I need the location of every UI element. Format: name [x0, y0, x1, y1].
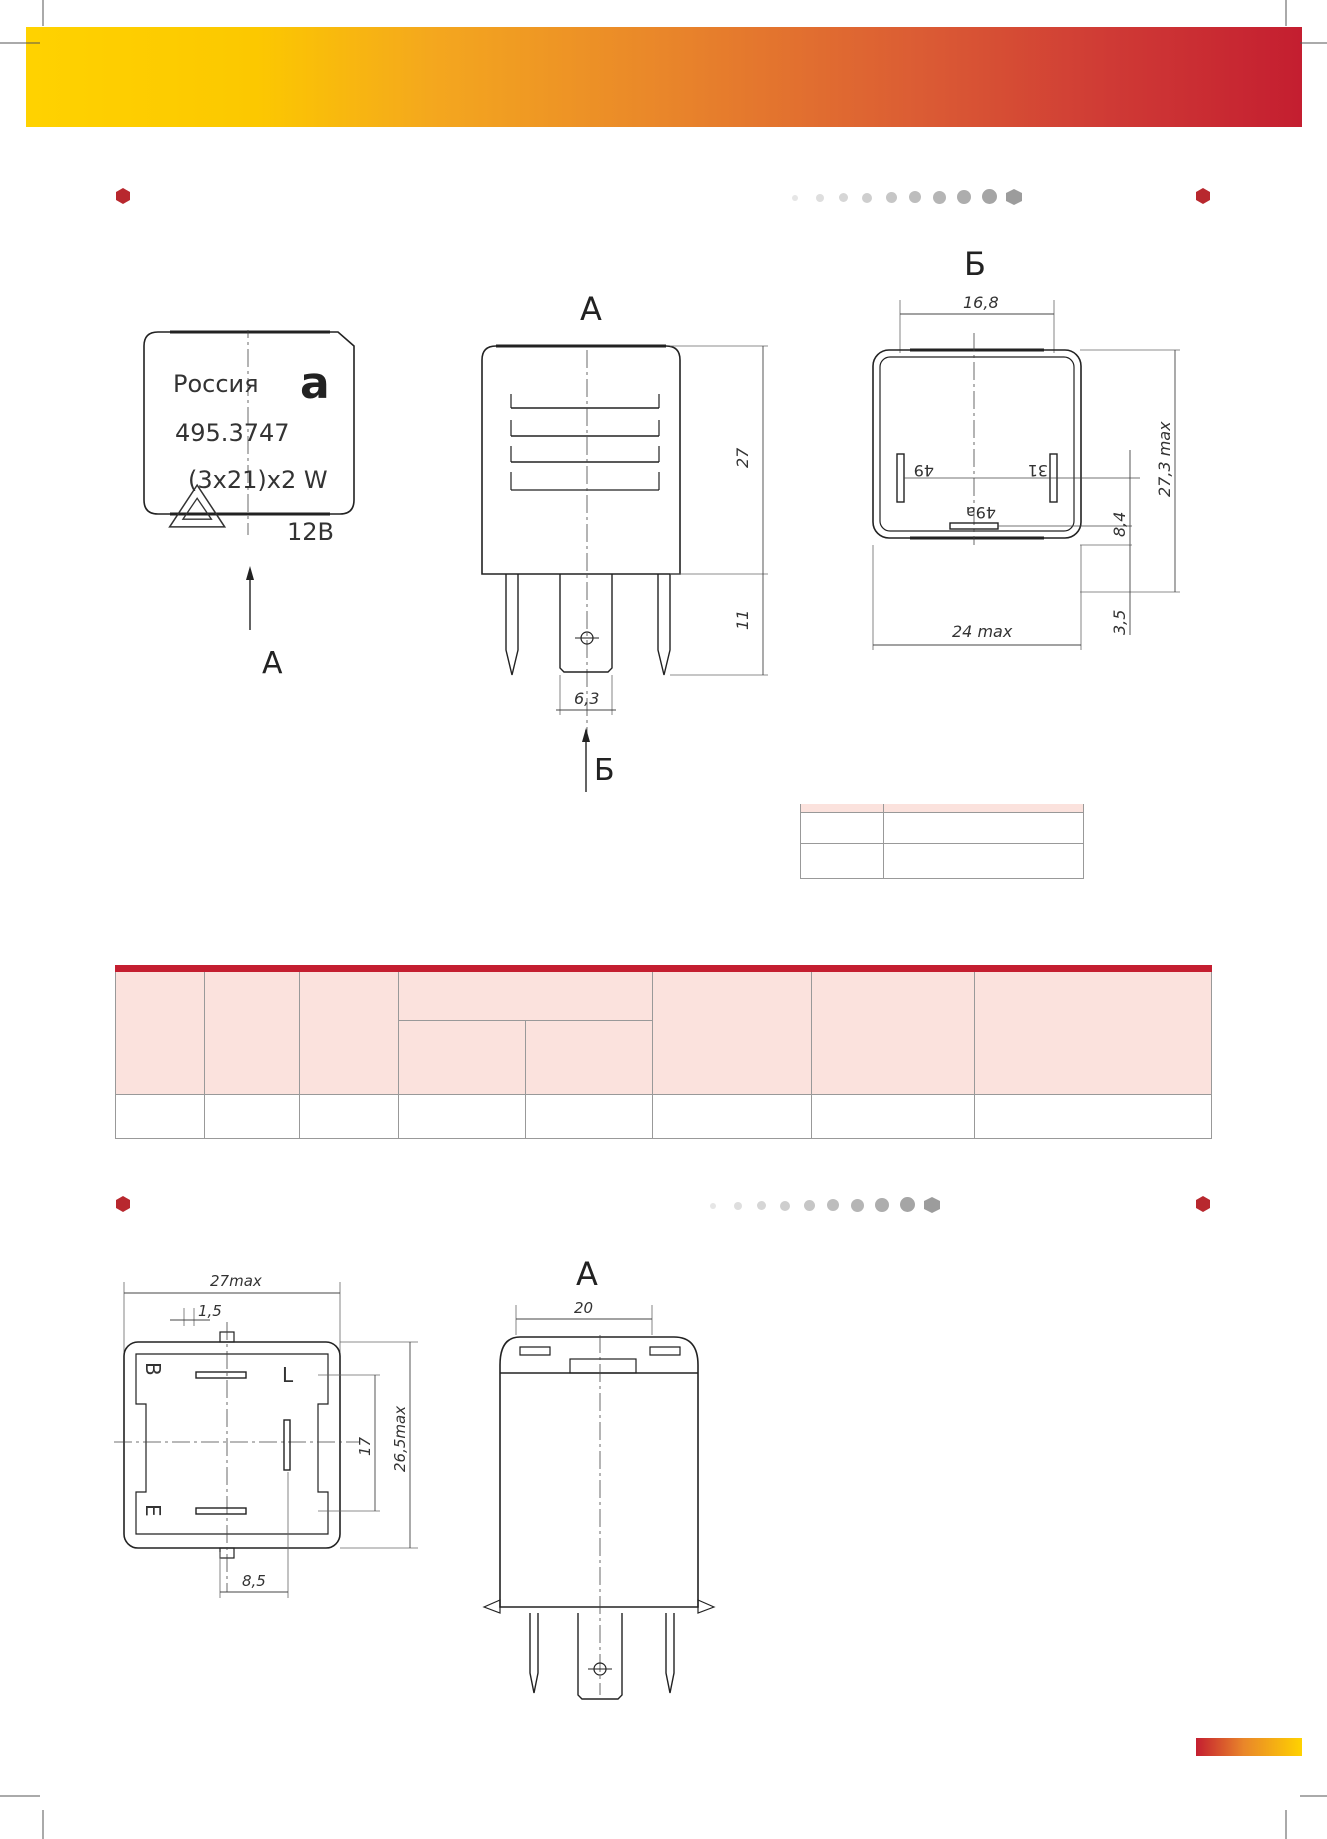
progress-dot — [982, 189, 997, 204]
progress-dot — [851, 1199, 864, 1212]
progress-dot — [875, 1198, 889, 1212]
label-line1: Россия — [173, 370, 259, 398]
section2-left-hexagon-dot-icon — [116, 1196, 130, 1212]
section1-progress-dots — [792, 188, 1022, 206]
section1-left-hexagon-dot-icon — [116, 188, 130, 204]
progress-dot — [816, 194, 824, 202]
main-spec-table — [115, 972, 1212, 1139]
progress-dot — [792, 195, 798, 201]
section2-progress-dots — [710, 1196, 940, 1214]
progress-dot — [862, 193, 872, 203]
section2-right-hexagon-dot-icon — [1196, 1196, 1210, 1212]
dim-pin-length: 11 — [733, 610, 752, 630]
relay1-side-view-a: А 27 11 6,3 Б — [481, 290, 768, 792]
pin-49-label: 49 — [914, 461, 934, 480]
table-row — [800, 804, 1084, 813]
footer-band — [1196, 1738, 1302, 1756]
label-line3: (3x21)x2 W — [188, 466, 328, 494]
small-pin-table — [800, 804, 1084, 879]
dim-height-max: 27,3 max — [1155, 421, 1174, 497]
warning-triangle-icon — [168, 483, 227, 528]
progress-dot — [886, 192, 897, 203]
dim-width-max: 24 max — [952, 622, 1013, 641]
dim-pin-spacing: 16,8 — [963, 293, 999, 312]
view-b-label: Б — [594, 753, 615, 788]
header-band — [26, 27, 1302, 127]
view-a-title-2: А — [576, 1255, 598, 1293]
pin-31-label: 31 — [1028, 461, 1048, 480]
relay2-bottom-view: 27max 1,5 B L E 26,5max 17 8,5 — [114, 1272, 418, 1598]
progress-dot — [734, 1202, 742, 1210]
table-header-row — [115, 972, 1212, 1095]
dim-pin-width: 6,3 — [574, 689, 599, 708]
progress-dot — [839, 193, 848, 202]
pin-e-label: E — [141, 1504, 165, 1517]
dim-height-body: 27 — [733, 447, 752, 468]
dim-base: 3,5 — [1110, 610, 1129, 635]
dim-height-max-2: 26,5max — [391, 1406, 409, 1472]
progress-dot — [933, 191, 946, 204]
table-row — [800, 811, 1084, 844]
dim-width-a-2: 20 — [574, 1299, 593, 1317]
label-voltage: 12В — [287, 518, 334, 546]
dim-pin-offset-2: 8,5 — [242, 1572, 266, 1590]
main-table-top-rule — [115, 965, 1212, 972]
relay2-side-view-a: А 20 — [482, 1255, 716, 1700]
view-a-title: А — [580, 290, 602, 328]
progress-dot — [909, 191, 921, 203]
progress-dot — [710, 1203, 716, 1209]
progress-dot — [780, 1201, 790, 1211]
progress-dot — [957, 190, 971, 204]
brand-logo-icon: а — [300, 358, 330, 409]
view-b-title: Б — [964, 245, 986, 283]
pin-b-label: B — [141, 1362, 165, 1376]
progress-dot — [1006, 189, 1022, 205]
relay1-front-drawing: Россия 495.3747 (3x21)x2 W 12В а А — [143, 330, 355, 681]
table-header-row — [116, 1019, 1212, 1095]
label-line2: 495.3747 — [175, 419, 290, 447]
dim-offset: 8,4 — [1110, 512, 1129, 537]
pin-49a-label: 49a — [966, 503, 996, 522]
progress-dot — [757, 1201, 766, 1210]
section1-right-hexagon-dot-icon — [1196, 188, 1210, 204]
table-row — [115, 1093, 1212, 1139]
table-row — [800, 842, 1084, 879]
dim-inner-2: 17 — [356, 1436, 374, 1456]
view-a-label: А — [262, 646, 283, 681]
pin-l-label: L — [282, 1363, 294, 1387]
progress-dot — [804, 1200, 815, 1211]
dim-width-max-2: 27max — [210, 1272, 262, 1290]
relay1-bottom-view-b: Б 16,8 49 31 49a 27,3 max 8,4 3,5 24 max — [872, 245, 1180, 650]
progress-dot — [827, 1199, 839, 1211]
dim-offset-2: 1,5 — [198, 1302, 222, 1320]
progress-dot — [924, 1197, 940, 1213]
progress-dot — [900, 1197, 915, 1212]
